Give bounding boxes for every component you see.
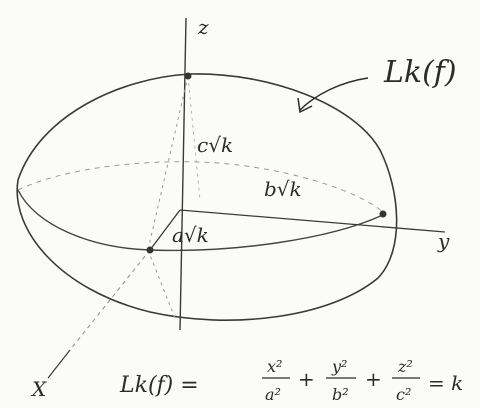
equation-plus-1: + (298, 367, 315, 391)
z-axis (179, 17, 187, 331)
equation-plus-2: + (365, 367, 382, 391)
ellipsoid-outline (16, 73, 398, 321)
x-axis-hidden (69, 249, 151, 351)
x-axis (149, 209, 181, 251)
semi-axis-c-label: c√k (197, 133, 233, 157)
axis-y-label: y (437, 229, 450, 253)
equator-back (17, 161, 386, 215)
semi-axis-a-label: a√k (172, 223, 209, 247)
equation-z-denominator: c² (396, 385, 411, 403)
level-set-arrow (299, 77, 369, 111)
semi-axis-b-label: b√k (264, 177, 302, 201)
guide-c-to-a (147, 75, 189, 251)
y-axis (179, 209, 446, 233)
point-a (146, 246, 154, 254)
ellipsoid-equation: Lk(f) = x² a² + y² b² + z² c² = k (119, 357, 463, 404)
equation-y-denominator: b² (332, 385, 349, 403)
point-b (379, 210, 387, 218)
equation-x-numerator: x² (267, 357, 282, 376)
axis-x-label: X (30, 377, 47, 401)
equator-front (17, 189, 386, 252)
equation-lhs: Lk(f) = (119, 373, 199, 398)
x-axis-ext (47, 349, 71, 379)
equation-z-numerator: z² (397, 357, 413, 376)
level-set-arrowhead (297, 97, 313, 114)
guide-a-down (147, 249, 176, 319)
equation-y-numerator: y² (331, 357, 347, 376)
level-set-label: Lk(f) (383, 55, 457, 90)
equation-x-denominator: a² (265, 385, 281, 403)
axis-z-label: z (197, 15, 209, 39)
point-c (184, 72, 192, 80)
equation-rhs: = k (428, 371, 463, 395)
